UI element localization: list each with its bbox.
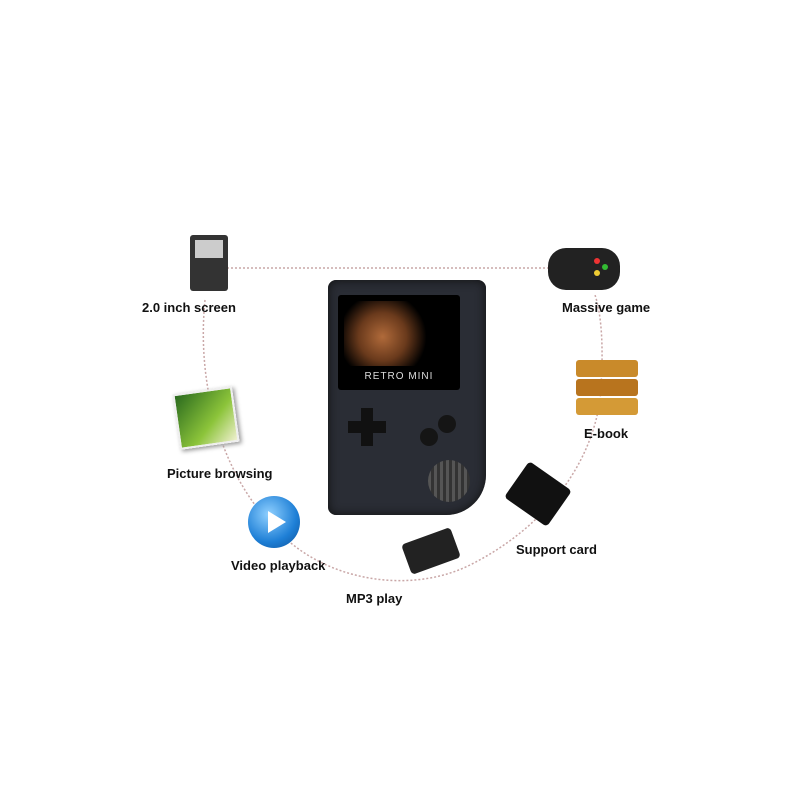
- brand-label: RETRO MINI: [364, 371, 434, 382]
- feature-label-game: Massive game: [562, 300, 651, 315]
- feature-label-picture: Picture browsing: [167, 466, 273, 481]
- feature-label-screen: 2.0 inch screen: [142, 300, 236, 315]
- feature-label-ebook: E-book: [584, 426, 629, 441]
- play-icon: [248, 496, 300, 548]
- dpad-vertical: [361, 408, 373, 446]
- feature-label-video: Video playback: [231, 558, 326, 573]
- handheld-icon: [190, 235, 228, 291]
- button-a: [438, 415, 456, 433]
- picture-icon: [172, 386, 240, 450]
- device-screen: RETRO MINI: [338, 295, 460, 390]
- books-icon: [576, 360, 638, 416]
- button-b: [420, 428, 438, 446]
- retro-mini-device: RETRO MINI: [328, 280, 486, 515]
- feature-label-card: Support card: [516, 542, 597, 557]
- feature-label-mp3: MP3 play: [346, 591, 403, 606]
- gamepad-icon: [548, 248, 620, 290]
- screen-image: [344, 301, 454, 366]
- speaker-grille: [428, 460, 470, 502]
